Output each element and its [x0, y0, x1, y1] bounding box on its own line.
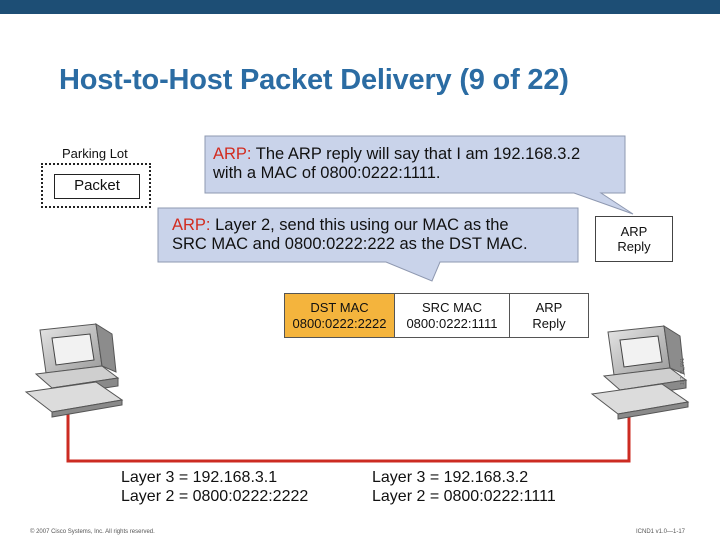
- parked-packet: Packet: [54, 174, 140, 199]
- parking-lot-box: [41, 163, 151, 208]
- host-left-addresses: Layer 3 = 192.168.3.1 Layer 2 = 0800:022…: [121, 468, 308, 506]
- frame-dst-mac: DST MAC 0800:0222:2222: [284, 293, 395, 338]
- frame-src-fill: [394, 293, 509, 338]
- slide-title: Host-to-Host Packet Delivery (9 of 22): [59, 64, 569, 96]
- host-right-layer3: Layer 3 = 192.168.3.2: [372, 469, 529, 486]
- arp-reply-box: ARP Reply: [595, 216, 673, 262]
- host-left-layer2: Layer 2 = 0800:0222:2222: [121, 488, 309, 505]
- frame-payload-fill: [509, 293, 589, 338]
- callout-mid-line1: ARP: Layer 2, send this using our MAC as…: [172, 216, 509, 234]
- figure-code: 187_f5_9Y1: [680, 358, 686, 385]
- frame-payload: ARP Reply: [509, 293, 589, 338]
- frame-dst-fill: [284, 293, 394, 338]
- callout-top-bubble: [204, 135, 634, 215]
- network-link: [66, 395, 631, 463]
- host-right-layer2: Layer 2 = 0800:0222:1111: [372, 488, 556, 505]
- frame-src-mac: SRC MAC 0800:0222:1111: [394, 293, 510, 338]
- top-bar: [0, 0, 720, 14]
- callout-mid-line2: SRC MAC and 0800:0222:222 as the DST MAC…: [172, 235, 528, 253]
- callout-top-line1: ARP: The ARP reply will say that I am 19…: [213, 145, 581, 163]
- computer-left-icon: [24, 323, 124, 418]
- computer-right-icon: [590, 325, 690, 420]
- host-right-addresses: Layer 3 = 192.168.3.2 Layer 2 = 0800:022…: [372, 468, 556, 506]
- footer-course-code: ICND1 v1.0—1-17: [636, 529, 686, 535]
- callout-top-text: ARP: The ARP reply will say that I am 19…: [213, 145, 580, 183]
- footer-copyright: © 2007 Cisco Systems, Inc. All rights re…: [30, 529, 155, 535]
- parking-lot-label: Parking Lot: [62, 146, 128, 161]
- callout-top-line2: with a MAC of 0800:0222:1111.: [213, 164, 441, 182]
- callout-mid-prefix: ARP:: [172, 216, 211, 234]
- callout-top-prefix: ARP:: [213, 145, 252, 163]
- host-left-layer3: Layer 3 = 192.168.3.1: [121, 469, 278, 486]
- callout-mid-bubble: [157, 207, 579, 282]
- callout-mid-text: ARP: Layer 2, send this using our MAC as…: [172, 216, 528, 254]
